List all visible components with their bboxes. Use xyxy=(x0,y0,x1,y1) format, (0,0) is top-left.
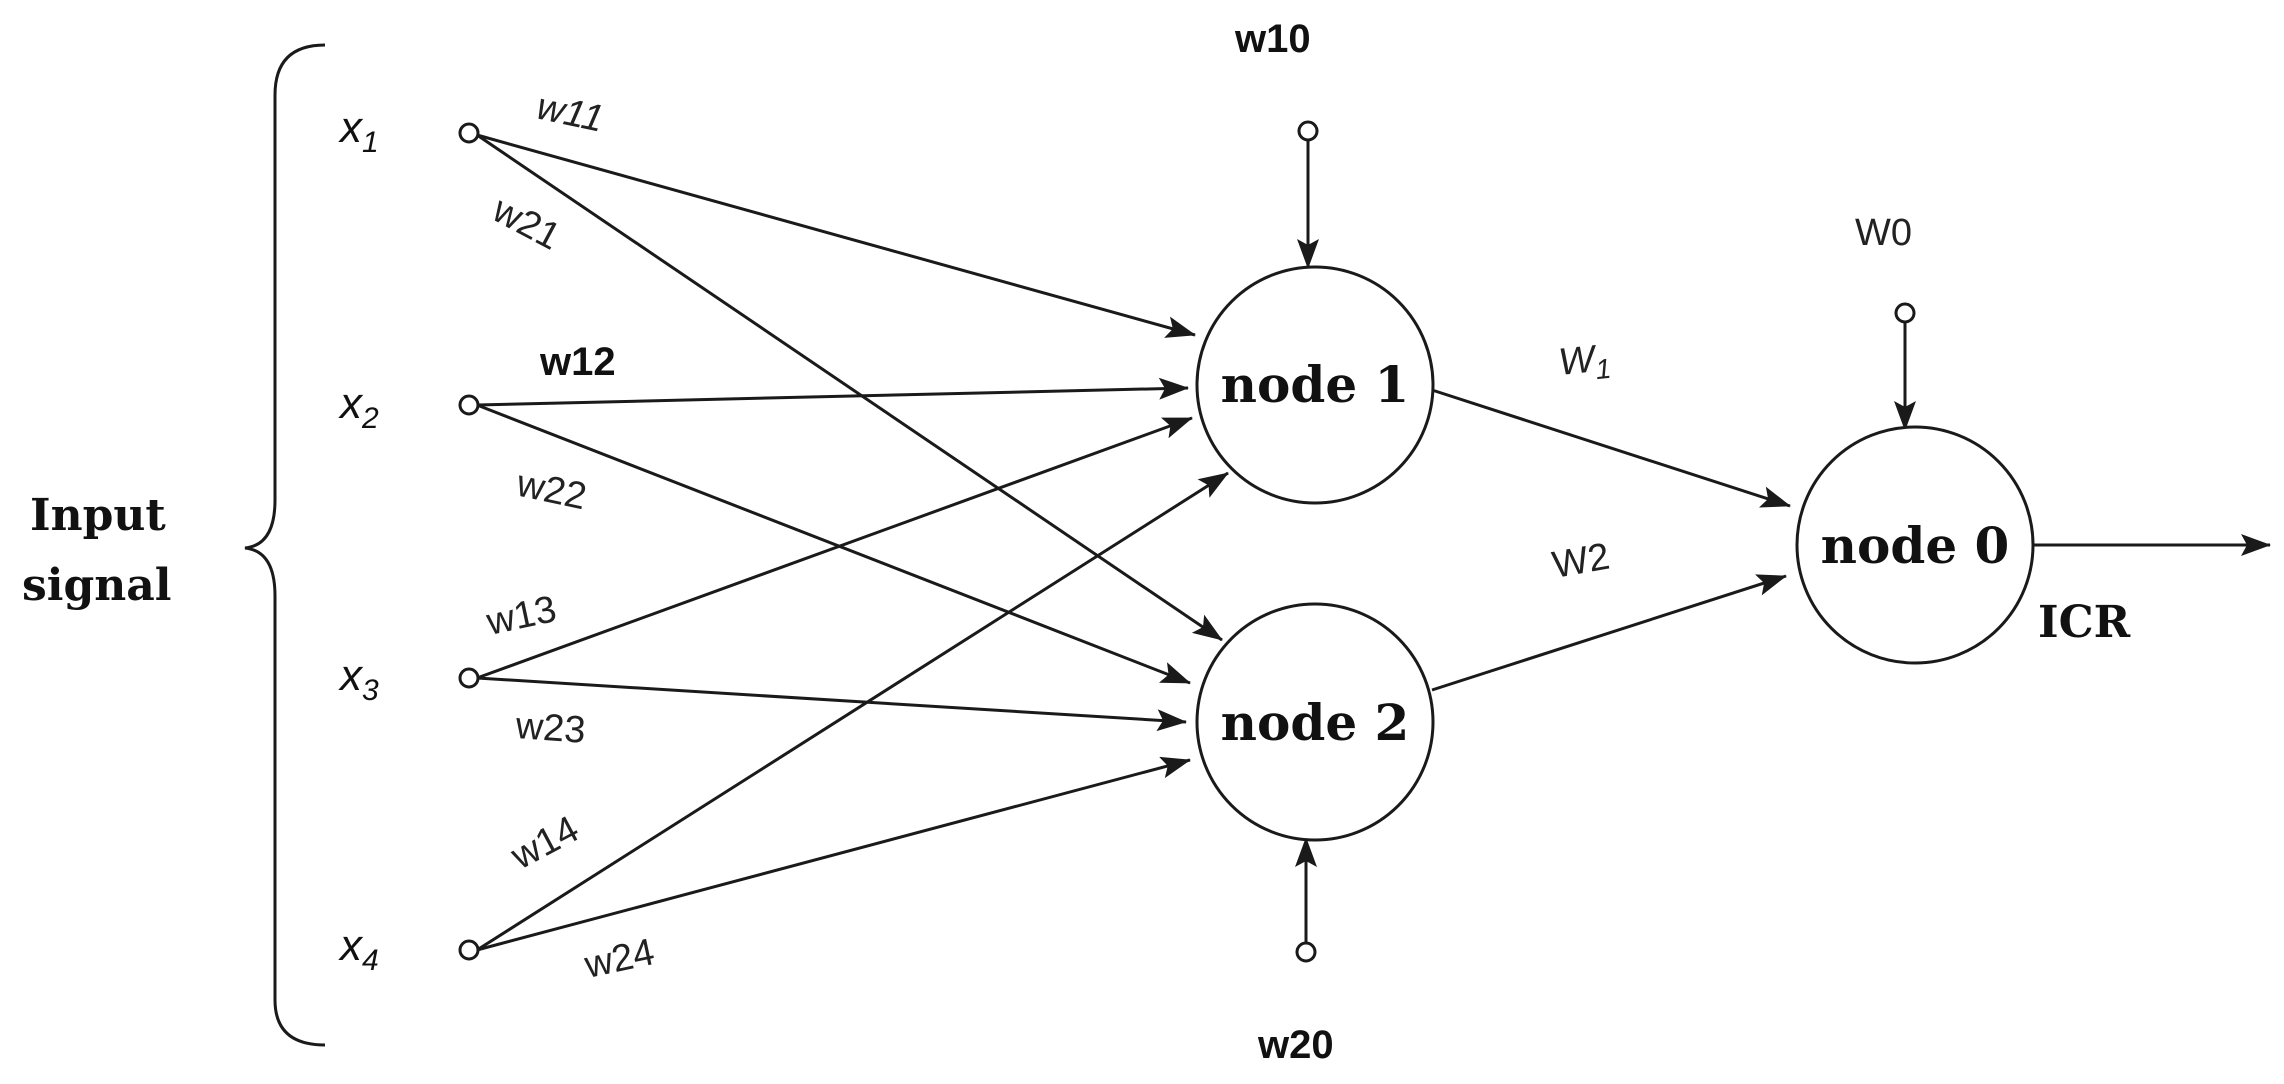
input-label-x3: x3 xyxy=(338,651,379,707)
input-group-label-line2: signal xyxy=(22,560,171,611)
edge-label-w12: w12 xyxy=(539,340,616,384)
edge-node2-node0 xyxy=(1431,574,1787,692)
bias-terminal-node1 xyxy=(1297,120,1319,142)
input-terminal-x3 xyxy=(458,667,480,689)
edge-label-w1: W1 xyxy=(1557,337,1613,389)
input-label-x2: x2 xyxy=(338,379,379,435)
bias-label-w20: w20 xyxy=(1257,1023,1334,1067)
edge-x3-node2 xyxy=(476,676,1187,732)
edge-x2-node2 xyxy=(476,403,1191,685)
input-terminal-x2 xyxy=(458,394,480,416)
bias-label-w0: W0 xyxy=(1855,212,1912,254)
edge-label-w2: W2 xyxy=(1549,536,1612,587)
edge-node1-node0 xyxy=(1431,388,1791,508)
edge-x2-node1 xyxy=(476,377,1189,407)
bias-terminal-node2 xyxy=(1295,941,1317,963)
edge-label-w14: w14 xyxy=(504,808,586,878)
bias-terminal-node0 xyxy=(1894,302,1916,324)
edge-label-w13: w13 xyxy=(482,588,560,644)
node-2 xyxy=(1195,602,1435,842)
input-group-brace xyxy=(244,43,326,1047)
edge-label-w21: w21 xyxy=(485,188,567,258)
output-label-icr: ICR xyxy=(2038,597,2131,648)
input-group-label-line1: Input xyxy=(30,490,166,541)
input-terminal-x1 xyxy=(458,122,480,144)
edge-x3-node1 xyxy=(476,416,1193,680)
node-0-label: node 0 xyxy=(1821,516,2010,575)
node-0 xyxy=(1795,425,2035,665)
edge-x4-node1 xyxy=(476,471,1229,952)
node-1 xyxy=(1195,265,1435,505)
node-1-label: node 1 xyxy=(1221,355,1410,414)
edge-label-w11: w11 xyxy=(533,86,607,141)
edge-label-w23: w23 xyxy=(513,705,586,752)
edge-x4-node2 xyxy=(476,756,1191,952)
input-terminal-x4 xyxy=(458,939,480,961)
bias-label-w10: w10 xyxy=(1234,17,1311,61)
edge-x1-node1 xyxy=(476,133,1196,338)
input-label-x4: x4 xyxy=(338,921,379,977)
edge-label-w22: w22 xyxy=(512,463,590,519)
edge-x1-node2 xyxy=(476,133,1223,642)
edge-label-w24: w24 xyxy=(580,931,658,987)
input-label-x1: x1 xyxy=(338,103,379,159)
node-2-label: node 2 xyxy=(1221,693,1410,752)
